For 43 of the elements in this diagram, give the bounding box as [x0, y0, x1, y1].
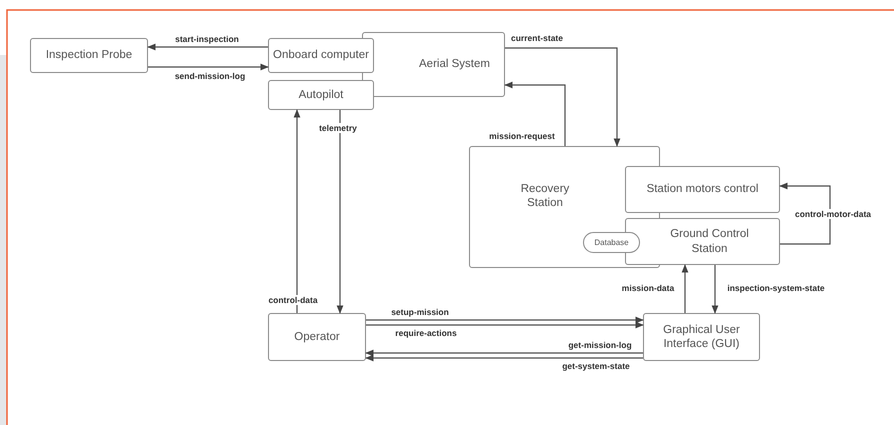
node-label: Autopilot	[298, 88, 344, 102]
node-label: Database	[594, 238, 629, 248]
interface-box	[643, 313, 760, 361]
edge-label: current-state	[510, 33, 564, 43]
arrow	[504, 82, 566, 146]
node-label: Operator	[294, 330, 340, 344]
edge-label: mission-data	[620, 283, 676, 293]
computer-box	[268, 38, 374, 73]
arrow	[505, 47, 620, 147]
probe-box	[30, 38, 148, 73]
node-label: Onboard computer	[273, 48, 369, 63]
operator-box	[268, 313, 366, 361]
database-pill	[583, 232, 640, 253]
node-label: Recovery Station	[520, 182, 570, 210]
node-label: Station motors control	[646, 182, 758, 197]
arrow	[712, 265, 718, 314]
arrow	[365, 354, 643, 362]
edge-label: mission-request	[488, 131, 556, 141]
arrow	[366, 322, 644, 328]
arrow	[682, 264, 688, 313]
edge-label: start-inspection	[174, 34, 240, 44]
edge-label: control-motor-data	[794, 209, 872, 219]
edge-label: telemetry	[318, 123, 358, 133]
edge-label: control-data	[267, 295, 319, 305]
edge-label: send-mission-log	[174, 71, 246, 81]
node-label: Ground Control Station	[669, 227, 750, 256]
edge-label: inspection-system-state	[726, 283, 826, 293]
arrow	[147, 44, 268, 50]
arrow	[148, 64, 269, 70]
arrow	[366, 316, 644, 324]
edge-label: setup-mission	[390, 307, 450, 317]
arrow	[294, 109, 300, 313]
edge-label: require-actions	[394, 328, 458, 338]
node-label: Graphical User Interface (GUI)	[662, 322, 741, 352]
autopilot-box	[268, 80, 374, 110]
arrow	[336, 110, 344, 314]
edge-label: get-system-state	[561, 361, 631, 371]
control-box	[625, 166, 780, 213]
node-label: Inspection Probe	[46, 48, 132, 63]
node-label: Aerial System	[419, 57, 490, 72]
arrow	[365, 350, 643, 356]
edge-label: get-mission-log	[567, 340, 633, 350]
arrow	[779, 182, 831, 245]
